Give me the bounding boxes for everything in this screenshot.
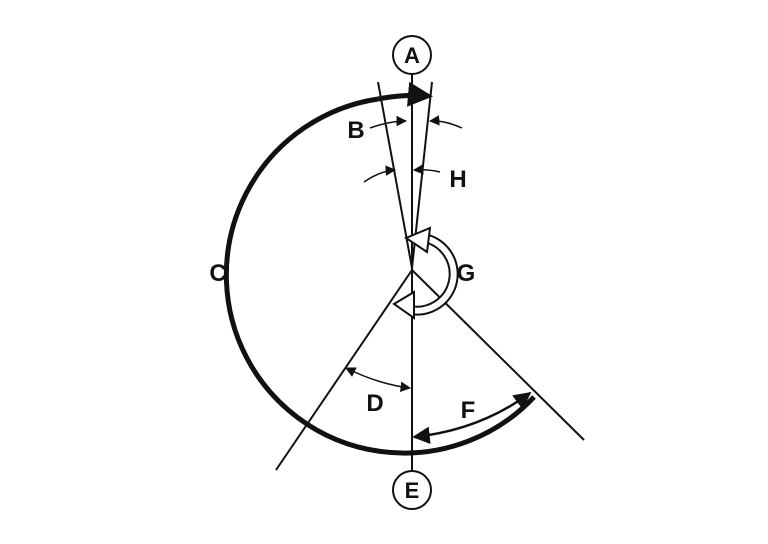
label-d: D xyxy=(366,390,383,417)
left-tilted-line xyxy=(377,81,413,269)
label-a: A xyxy=(404,43,420,68)
large-arc-top-arrow xyxy=(377,81,433,107)
lower-right-diagonal-line xyxy=(411,269,585,441)
label-g: G xyxy=(457,260,476,287)
angle-h-left-arc xyxy=(363,165,397,183)
angle-b-left-arc xyxy=(369,115,408,129)
label-e: E xyxy=(405,478,420,503)
label-c: C xyxy=(209,260,226,287)
angle-b-right-arc xyxy=(428,115,463,129)
large-rotation-arc-c xyxy=(223,96,536,456)
label-e-badge: E xyxy=(392,470,432,510)
label-a-badge: A xyxy=(392,35,432,75)
angle-f-arc xyxy=(412,391,532,445)
lower-left-diagonal-line xyxy=(275,269,413,471)
rotation-arrow-g-top-head xyxy=(403,226,432,254)
label-b: B xyxy=(347,117,364,144)
label-f: F xyxy=(461,397,476,424)
rotation-arrow-g-inner xyxy=(409,235,457,314)
angle-d-arc xyxy=(345,367,412,393)
angle-h-right-arc xyxy=(412,164,441,175)
label-h: H xyxy=(449,166,466,193)
rotation-arrow-g-bottom-head xyxy=(392,290,415,320)
